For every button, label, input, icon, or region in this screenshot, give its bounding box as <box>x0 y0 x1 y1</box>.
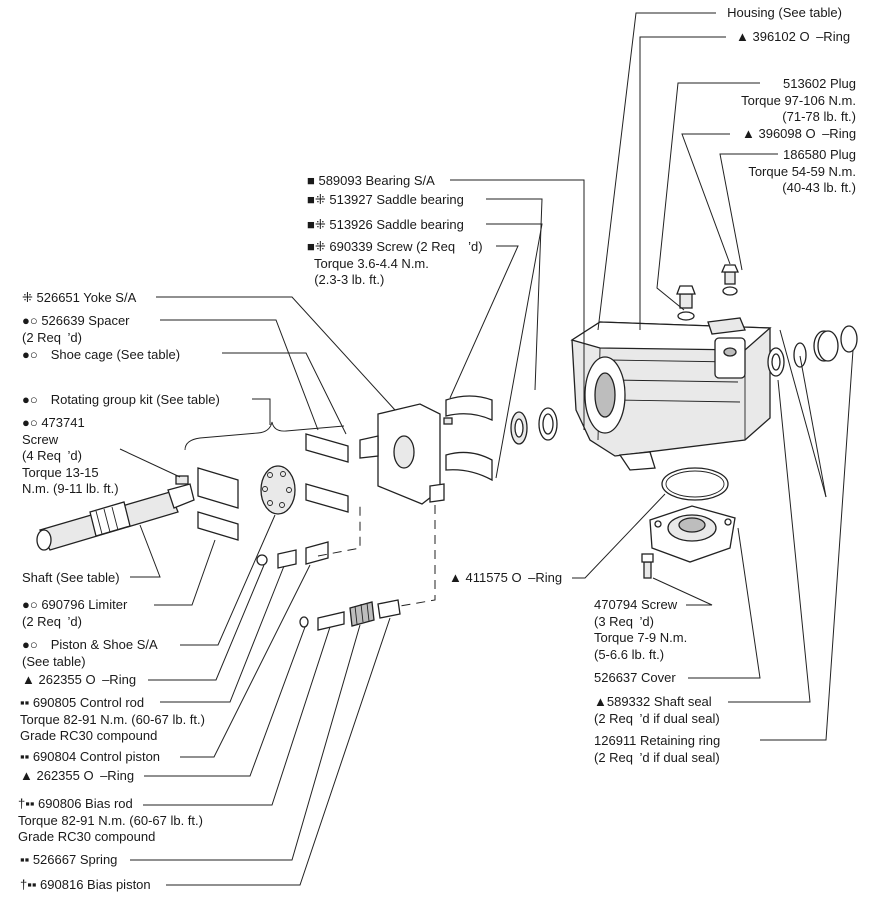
label-screw-473741: ●○ 473741 Screw (4 Req ’d) Torque 13-15 … <box>22 415 119 496</box>
shaft-seals-part <box>767 325 858 377</box>
label-bearing-589093: ■ 589093 Bearing S/A <box>307 173 435 188</box>
label-spring-526667: ▪▪ 526667 Spring <box>20 852 118 867</box>
screw-470794-part <box>641 553 654 579</box>
cover-526637-part <box>649 505 736 563</box>
label-shaft-seal-589332: ▲589332 Shaft seal (2 Req ’d if dual sea… <box>594 694 720 726</box>
rotating-group-bracket <box>184 421 345 451</box>
oring-411575-part <box>661 467 729 501</box>
label-screw-690339: ■⁜ 690339 Screw (2 Req ’d) Torque 3.6-4.… <box>307 239 483 287</box>
label-plug-513602: 513602 Plug Torque 97-106 N.m. (71-78 lb… <box>741 76 856 124</box>
yoke-526651-part <box>359 403 445 505</box>
plug-186580-part <box>721 264 739 296</box>
label-oring-262355-b: ▲ 262355 O –Ring <box>20 768 135 783</box>
limiters-part <box>197 467 239 541</box>
label-saddle-513926: ■⁜ 513926 Saddle bearing <box>307 217 464 232</box>
spacers-part <box>305 433 349 513</box>
label-housing: Housing (See table) <box>727 5 842 20</box>
label-rotating-group: ●○ Rotating group kit (See table) <box>22 392 220 407</box>
label-saddle-513927: ■⁜ 513927 Saddle bearing <box>307 192 464 207</box>
label-limiter-690796: ●○ 690796 Limiter (2 Req ’d) <box>22 597 128 629</box>
label-spacer-526639: ●○ 526639 Spacer (2 Req ’d) <box>22 313 130 345</box>
control-parts <box>256 541 401 631</box>
saddle-bearings-part <box>443 395 493 482</box>
label-retaining-ring-126911: 126911 Retaining ring (2 Req ’d if dual … <box>594 733 721 765</box>
label-cover-526637: 526637 Cover <box>594 670 676 685</box>
label-plug-186580: 186580 Plug Torque 54-59 N.m. (40-43 lb.… <box>748 147 856 195</box>
label-piston-shoe: ●○ Piston & Shoe S/A (See table) <box>22 637 158 669</box>
label-bias-rod-690806: †▪▪ 690806 Bias rod Torque 82-91 N.m. (6… <box>18 796 203 844</box>
leader-lines <box>119 12 854 886</box>
label-bias-piston-690816: †▪▪ 690816 Bias piston <box>20 877 151 892</box>
label-shaft: Shaft (See table) <box>22 570 120 585</box>
alignment-dash-2 <box>399 505 436 607</box>
screw-473741-part <box>175 475 189 485</box>
plug-513602-part <box>676 285 696 321</box>
rotating-group-part <box>260 465 296 515</box>
label-shoe-cage: ●○ Shoe cage (See table) <box>22 347 181 362</box>
bearing-589093-part <box>510 407 558 445</box>
shaft-part <box>36 483 195 551</box>
label-oring-262355-a: ▲ 262355 O –Ring <box>22 672 137 687</box>
label-control-rod-690805: ▪▪ 690805 Control rod Torque 82-91 N.m. … <box>20 695 205 743</box>
label-oring-396102: ▲ 396102 O –Ring <box>736 29 851 44</box>
label-screw-470794: 470794 Screw (3 Req ’d) Torque 7-9 N.m. … <box>594 597 688 662</box>
label-yoke-526651: ⁜ 526651 Yoke S/A <box>22 290 137 305</box>
housing-part <box>570 317 772 471</box>
label-oring-411575: ▲ 411575 O –Ring <box>449 570 563 585</box>
label-control-piston-690804: ▪▪ 690804 Control piston <box>20 749 161 764</box>
label-oring-396098: ▲ 396098 O –Ring <box>742 126 857 141</box>
